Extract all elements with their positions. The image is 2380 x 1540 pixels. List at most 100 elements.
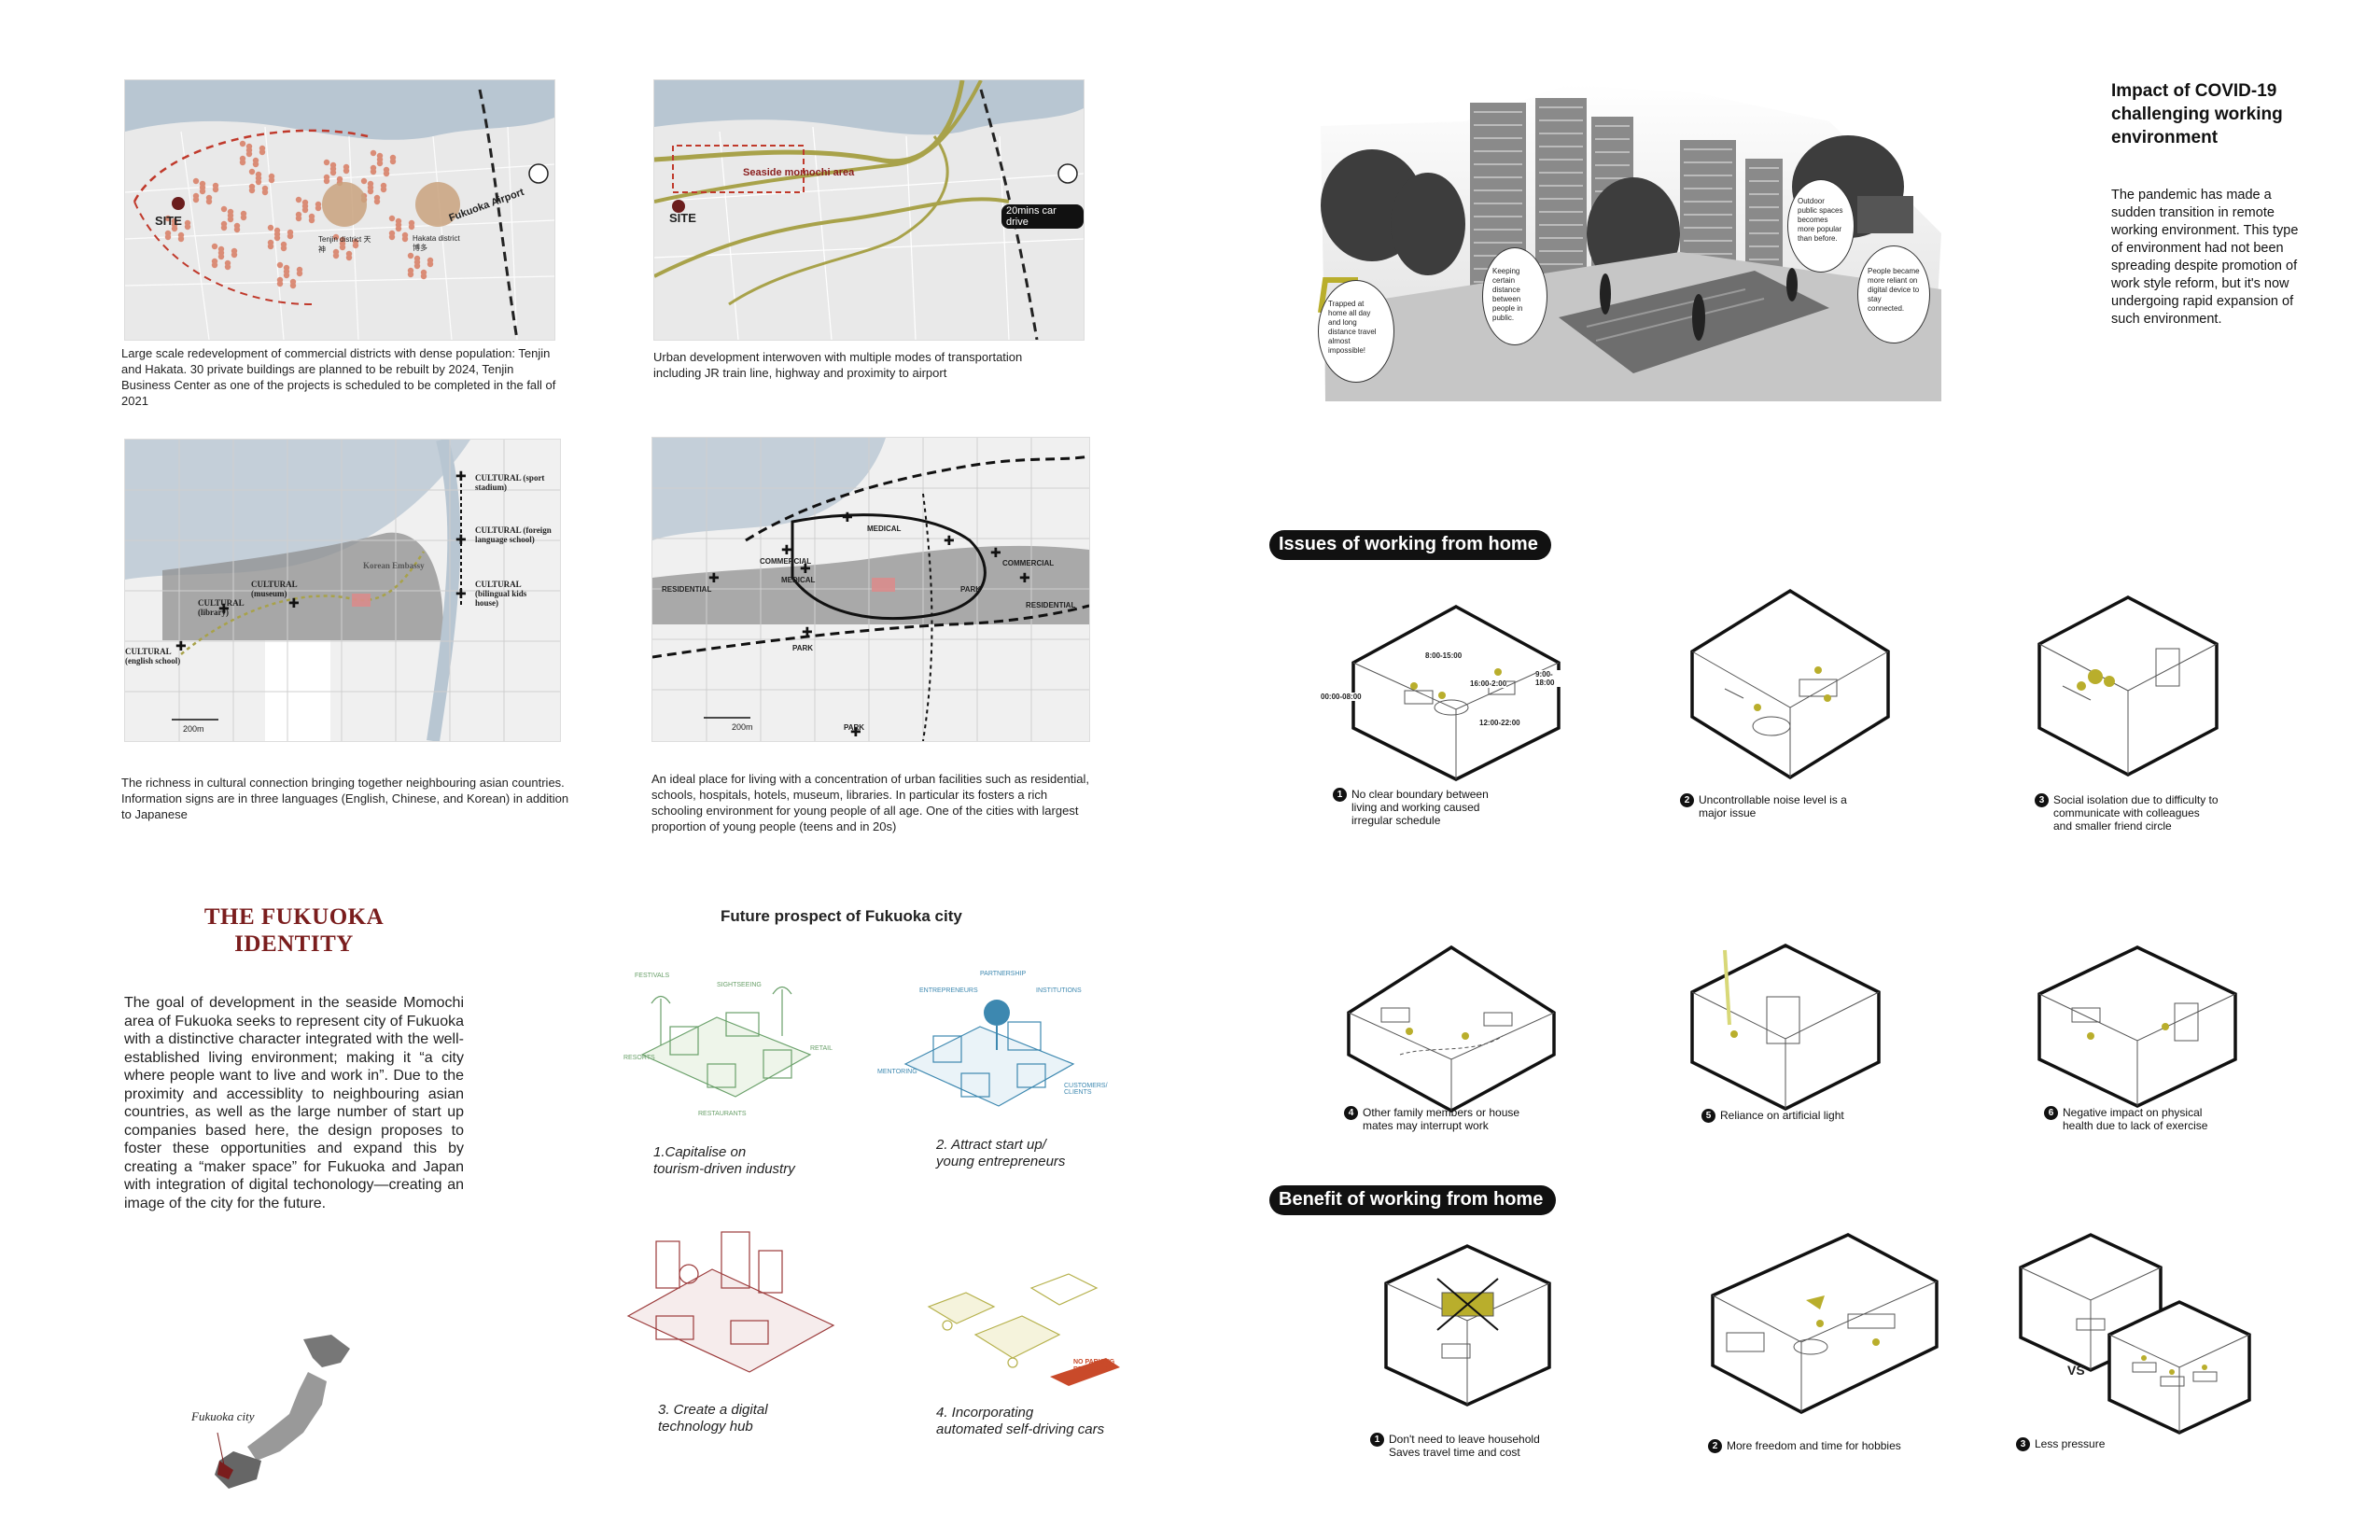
identity-body: The goal of development in the seaside M…: [124, 995, 464, 1211]
medical-label: MEDICAL: [781, 576, 816, 584]
park-label: PARK: [960, 585, 982, 594]
tag-retail: RETAIL: [810, 1045, 833, 1052]
prospect-caption-3-line2: technology hub: [658, 1419, 753, 1435]
bilingual-label: CULTURAL (bilingual kids house): [475, 580, 527, 608]
benefit-caption-3: 3 Less pressure: [2016, 1437, 2147, 1451]
covid-body: The pandemic has made a sudden transitio…: [2111, 188, 2299, 327]
prospect-illustration-tourism: FESTIVALS SIGHTSEEING RESORTS RETAIL RES…: [623, 961, 838, 1125]
issue-illustration-6: [2035, 943, 2240, 1111]
prospect-caption-3-line1: 3. Create a digital: [658, 1402, 768, 1418]
svg-text:✚: ✚: [781, 542, 792, 557]
tag-mentoring: MENTORING: [877, 1069, 917, 1075]
cultural-map: ✚✚✚✚✚✚ CULTURAL (sport stadium) CULTURAL…: [124, 439, 561, 742]
covid-bubble-digital: People became more reliant on digital de…: [1857, 245, 1930, 343]
issue-illustration-5: [1687, 941, 1883, 1113]
museum-label: CULTURAL (museum): [251, 580, 298, 598]
svg-text:✚: ✚: [990, 545, 1001, 560]
tag-customers: CUSTOMERS/ CLIENTS: [1064, 1083, 1108, 1096]
issue-text-6: Negative impact on physical health due t…: [2063, 1106, 2208, 1132]
issue-text-4: Other family members or house mates may …: [1363, 1106, 1520, 1132]
prospect-caption-1: 1.Capitalise on tourism-driven industry: [653, 1144, 795, 1178]
covid-bubble-outdoor: Outdoor public spaces becomes more popul…: [1787, 179, 1855, 273]
svg-text:✚: ✚: [218, 601, 230, 616]
tag-partnership: PARTNERSHIP: [980, 971, 1027, 977]
issue-caption-4: 4 Other family members or house mates may…: [1344, 1106, 1540, 1132]
scale-label: 200m: [732, 722, 753, 732]
japan-map: Fukuoka city: [191, 1330, 369, 1493]
benefit-line-1a: Don't need to leave household: [1389, 1433, 1540, 1446]
residential-label: RESIDENTIAL: [662, 585, 712, 594]
number-badge: 5: [1701, 1109, 1715, 1123]
sport-label: CULTURAL (sport stadium): [475, 473, 545, 492]
prospect-illustration-startup: PARTNERSHIP ENTREPRENEURS INSTITUTIONS M…: [877, 961, 1108, 1125]
issues-heading: Issues of working from home: [1269, 530, 1551, 560]
number-badge: 6: [2044, 1106, 2058, 1120]
korean-label: Korean Embassy: [363, 561, 425, 570]
svg-text:✚: ✚: [288, 595, 300, 610]
prospect-caption-1-line2: tourism-driven industry: [653, 1161, 795, 1177]
redevelopment-caption: Large scale redevelopment of commercial …: [121, 346, 556, 408]
prospect-caption-4: 4. Incorporating automated self-driving …: [936, 1405, 1104, 1438]
number-badge: 1: [1333, 788, 1347, 802]
benefit-illustration-2: [1708, 1230, 1941, 1417]
seaside-label: Seaside momochi area: [743, 167, 855, 178]
benefit-caption-2: 2 More freedom and time for hobbies: [1708, 1439, 1932, 1453]
issue-illustration-1: 8:00-15:00 16:00-2:00 9:00-18:00 00:00-0…: [1321, 597, 1563, 784]
covid-bubble-distance: Keeping certain distance between people …: [1482, 247, 1547, 345]
number-badge: 4: [1344, 1106, 1358, 1120]
svg-text:✚: ✚: [455, 532, 467, 547]
number-badge: 2: [1708, 1439, 1722, 1453]
benefits-heading: Benefit of working from home: [1269, 1185, 1557, 1215]
covid-title: Impact of COVID-19 challenging working e…: [2111, 81, 2283, 147]
issue-illustration-2: [1687, 586, 1893, 782]
svg-text:✚: ✚: [1019, 570, 1030, 585]
prospect-caption-2: 2. Attract start up/ young entrepreneurs: [936, 1137, 1065, 1170]
commercial-label-2: COMMERCIAL: [1002, 559, 1055, 567]
time-label-2: 16:00-2:00: [1470, 679, 1507, 688]
park-label-3: PARK: [844, 723, 865, 732]
prospect-illustration-cars: NO PARKING REQUIRED: [919, 1269, 1125, 1391]
redevelopment-map: SITE Fukuoka Airport Tenjin district 天神 …: [124, 79, 555, 341]
issue-caption-6: 6 Negative impact on physical health due …: [2044, 1106, 2231, 1132]
issue-text-5: Reliance on artificial light: [1720, 1109, 1844, 1122]
prospect-caption-4-line1: 4. Incorporating: [936, 1405, 1034, 1421]
number-badge: 3: [2035, 793, 2049, 807]
vs-label: VS: [2067, 1363, 2085, 1378]
prospect-caption-3: 3. Create a digital technology hub: [658, 1402, 768, 1435]
prospect-title: Future prospect of Fukuoka city: [721, 907, 962, 925]
site-label: SITE: [669, 211, 696, 225]
benefit-text-2: More freedom and time for hobbies: [1727, 1439, 1901, 1452]
facilities-caption: An ideal place for living with a concent…: [651, 772, 1089, 833]
park-label-2: PARK: [792, 644, 814, 652]
prospect-caption-4-line2: automated self-driving cars: [936, 1421, 1105, 1437]
time-label-3: 9:00-18:00: [1535, 670, 1563, 687]
identity-title: THE FUKUOKA IDENTITY: [149, 903, 439, 958]
time-label-5: 12:00-22:00: [1479, 719, 1520, 727]
issue-illustration-4: [1344, 943, 1559, 1115]
prospect-caption-1-line1: 1.Capitalise on: [653, 1144, 747, 1160]
benefit-text-3: Less pressure: [2035, 1437, 2106, 1450]
issue-text-2: Uncontrollable noise level is a major is…: [1699, 793, 1847, 819]
identity-title-line2: IDENTITY: [234, 931, 354, 957]
benefit-illustration-1: [1381, 1241, 1554, 1409]
foreign-label: CULTURAL (foreign language school): [475, 525, 552, 544]
identity-title-line1: THE FUKUOKA: [203, 904, 385, 930]
fukuoka-city-label: Fukuoka city: [191, 1409, 255, 1423]
issue-text-3: Social isolation due to difficulty to co…: [2053, 793, 2219, 833]
tag-restaurants: RESTAURANTS: [698, 1111, 747, 1117]
prospect-illustration-digital: [619, 1223, 852, 1381]
facilities-map: ✚✚✚✚✚✚✚✚✚ RESIDENTIAL COMMERCIAL COMMERC…: [651, 437, 1090, 742]
residential-label-2: RESIDENTIAL: [1026, 601, 1076, 609]
transportation-map: SITE Seaside momochi area 20mins car dri…: [653, 79, 1085, 341]
tenjin-label: Tenjin district 天神: [318, 235, 371, 254]
drive-time-label: 20mins car drive: [1001, 204, 1084, 229]
svg-text:✚: ✚: [944, 533, 955, 548]
benefit-illustration-3b: [2105, 1297, 2254, 1437]
svg-text:✚: ✚: [175, 638, 187, 653]
number-badge: 3: [2016, 1437, 2030, 1451]
english-label: CULTURAL (english school): [125, 647, 181, 665]
tag-sightseeing: SIGHTSEEING: [717, 982, 762, 988]
